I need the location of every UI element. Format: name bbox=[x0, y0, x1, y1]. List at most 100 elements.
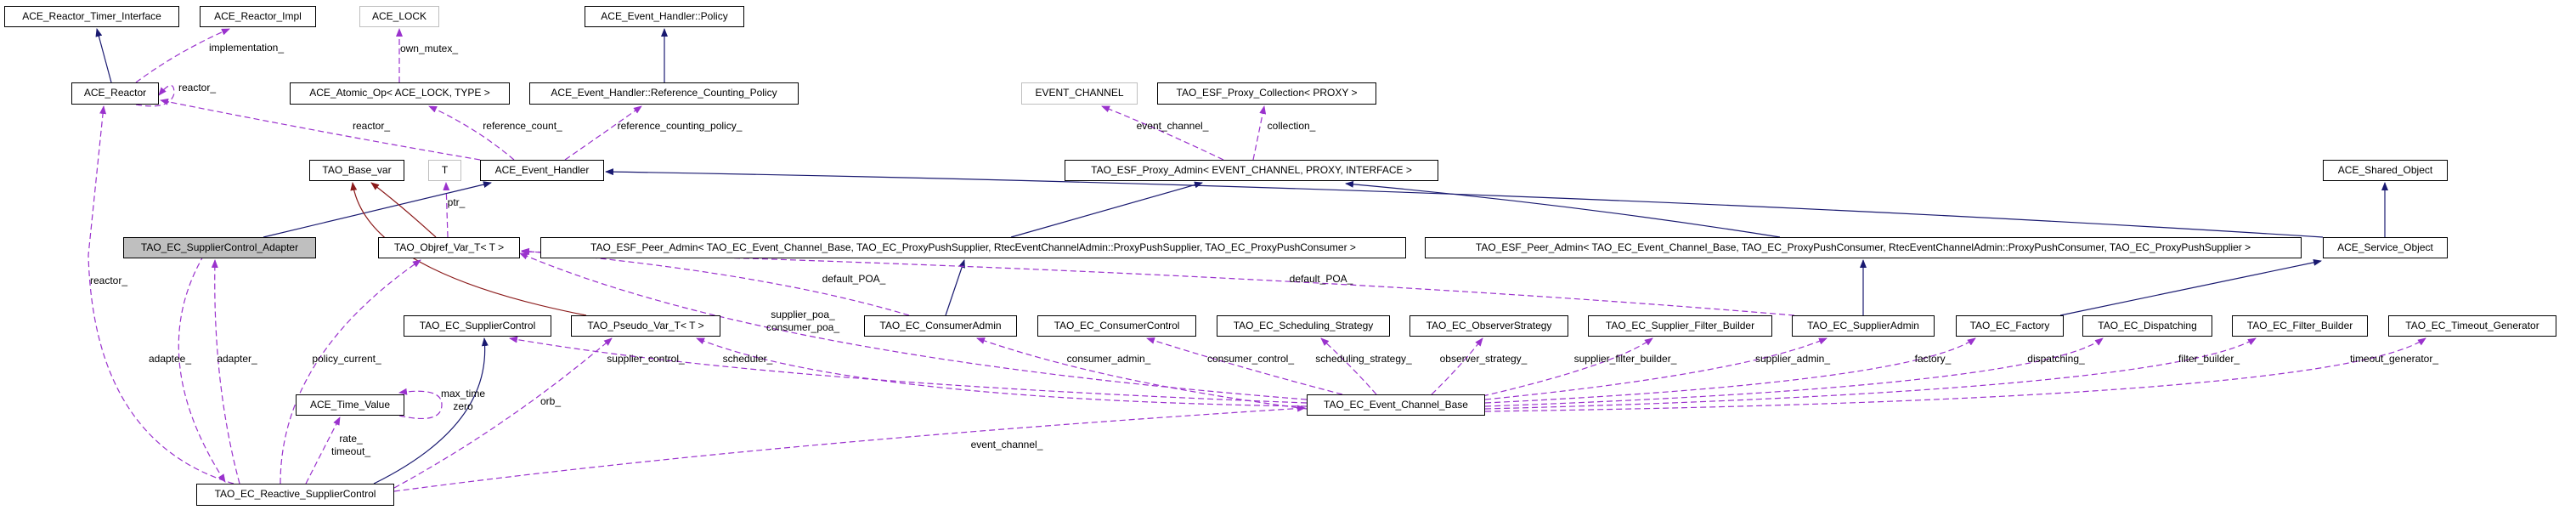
edge-label: event_channel_ bbox=[1136, 120, 1209, 132]
edge-label: supplier_admin_ bbox=[1754, 353, 1831, 365]
edge-label: dispatching_ bbox=[2027, 353, 2085, 365]
edge-usage-ecb-to-consumer_control bbox=[1146, 337, 1343, 395]
edge-usage-ecb-to-supplier_control bbox=[509, 336, 1308, 404]
class-node-base-var[interactable]: TAO_Base_var bbox=[309, 160, 404, 181]
edge-usage-ecb-to-supplier_admin bbox=[1484, 337, 1827, 400]
class-node-objref[interactable]: TAO_Objref_Var_T< T > bbox=[378, 237, 520, 258]
class-node-consumer-control[interactable]: TAO_EC_ConsumerControl bbox=[1037, 315, 1196, 337]
edge-usage-reactive-to-objref bbox=[280, 259, 421, 484]
edge-usage-ecb-to-objref bbox=[519, 252, 1308, 400]
edge-label: reactor_ bbox=[89, 275, 128, 286]
edge-label: ptr_ bbox=[447, 196, 466, 208]
class-node-filter-builder[interactable]: TAO_EC_Filter_Builder bbox=[2232, 315, 2368, 337]
edge-usage-event_handler-to-reactor bbox=[160, 98, 481, 161]
class-node-event-handler[interactable]: ACE_Event_Handler bbox=[480, 160, 604, 181]
edge-label: adaptee_ bbox=[148, 353, 192, 365]
class-node-peer-admin-s[interactable]: TAO_ESF_Peer_Admin< TAO_EC_Event_Channel… bbox=[540, 237, 1406, 258]
class-node-timer-if[interactable]: ACE_Reactor_Timer_Interface bbox=[4, 6, 179, 27]
class-node-ace-lock[interactable]: ACE_LOCK bbox=[359, 6, 439, 27]
class-node-timeout-gen[interactable]: TAO_EC_Timeout_Generator bbox=[2388, 315, 2556, 337]
edge-inheritance-reactor-to-timer_if bbox=[95, 28, 112, 83]
edge-usage-ecb-to-observer bbox=[1431, 337, 1483, 395]
edge-usage-ecb-to-factory bbox=[1484, 337, 1976, 404]
edge-label: reactor_ bbox=[178, 82, 217, 94]
edge-label: scheduler_ bbox=[722, 353, 773, 365]
edge-inheritance-service_object-to-event_handler bbox=[605, 168, 2324, 238]
edge-usage-supplier_admin-to-objref bbox=[521, 248, 1795, 316]
edge-usage-proxy_admin-to-proxy_collection bbox=[1252, 105, 1267, 161]
edge-label: timeout_generator_ bbox=[2349, 353, 2439, 365]
class-node-ecb[interactable]: TAO_EC_Event_Channel_Base bbox=[1307, 394, 1485, 416]
edge-label: reactor_ bbox=[352, 120, 391, 132]
edge-usage-event_handler-to-atomic_op bbox=[428, 105, 515, 161]
edge-usage-ecb-to-consumer_admin bbox=[976, 337, 1308, 410]
edge-inheritance-factory-to-service_object bbox=[2059, 258, 2322, 316]
edge-inheritance-peer_admin_c-to-proxy_admin bbox=[1345, 180, 1781, 238]
edge-label: rate_ bbox=[339, 433, 363, 445]
edge-label: implementation_ bbox=[208, 42, 285, 54]
class-node-consumer-admin[interactable]: TAO_EC_ConsumerAdmin bbox=[864, 315, 1017, 337]
edge-inheritance-consumer_admin-to-peer_admin_s bbox=[945, 259, 965, 316]
edge-label: consumer_control_ bbox=[1206, 353, 1295, 365]
class-node-adapter[interactable]: TAO_EC_SupplierControl_Adapter bbox=[123, 237, 316, 258]
edge-usage-ecb-to-dispatching bbox=[1484, 337, 2104, 407]
class-node-supplier-admin[interactable]: TAO_EC_SupplierAdmin bbox=[1792, 315, 1935, 337]
class-node-factory[interactable]: TAO_EC_Factory bbox=[1956, 315, 2064, 337]
edge-label: max_time bbox=[440, 388, 485, 400]
edge-label: supplier_poa_ bbox=[771, 309, 835, 320]
edge-usage-reactor-to-reactor bbox=[135, 84, 175, 107]
class-node-rc-policy[interactable]: ACE_Event_Handler::Reference_Counting_Po… bbox=[529, 82, 799, 105]
edge-usage-reactive-to-time_value bbox=[305, 416, 341, 484]
class-node-t[interactable]: T bbox=[428, 160, 461, 181]
edge-usage-event_handler-to-rc_policy bbox=[564, 105, 642, 161]
edge-usage-time_value-to-time_value bbox=[398, 388, 443, 420]
edge-usage-ecb-to-pseudo_var bbox=[696, 337, 1308, 407]
edge-label: policy_current_ bbox=[312, 353, 381, 365]
class-node-service-object[interactable]: ACE_Service_Object bbox=[2323, 237, 2448, 258]
class-node-time-value[interactable]: ACE_Time_Value bbox=[296, 394, 404, 416]
class-node-scheduling[interactable]: TAO_EC_Scheduling_Strategy bbox=[1217, 315, 1390, 337]
class-node-pseudo-var[interactable]: TAO_Pseudo_Var_T< T > bbox=[571, 315, 720, 337]
edge-label: reference_counting_policy_ bbox=[617, 120, 743, 132]
edge-inheritance-adapter-to-event_handler bbox=[263, 181, 492, 238]
class-node-event-channel-t[interactable]: EVENT_CHANNEL bbox=[1021, 82, 1138, 105]
class-node-shared-object[interactable]: ACE_Shared_Object bbox=[2323, 160, 2448, 181]
class-node-proxy-collection[interactable]: TAO_ESF_Proxy_Collection< PROXY > bbox=[1157, 82, 1376, 105]
edge-label: orb_ bbox=[539, 395, 562, 407]
edge-usage-proxy_admin-to-event_channel_t bbox=[1101, 105, 1224, 161]
class-node-peer-admin-c[interactable]: TAO_ESF_Peer_Admin< TAO_EC_Event_Channel… bbox=[1425, 237, 2302, 258]
edge-label: supplier_filter_builder_ bbox=[1573, 353, 1677, 365]
edge-label: own_mutex_ bbox=[399, 42, 459, 54]
edge-label: default_POA_ bbox=[822, 273, 886, 285]
class-node-reactive[interactable]: TAO_EC_Reactive_SupplierControl bbox=[196, 484, 394, 506]
class-node-observer[interactable]: TAO_EC_ObserverStrategy bbox=[1409, 315, 1568, 337]
edge-usage-adapter-to-reactive bbox=[178, 254, 226, 483]
edge-label: timeout_ bbox=[330, 445, 371, 457]
edge-template-objref-to-base_var bbox=[370, 182, 437, 238]
edge-label: collection_ bbox=[1267, 120, 1316, 132]
edge-inheritance-peer_admin_s-to-proxy_admin bbox=[1010, 181, 1203, 238]
edge-usage-ecb-to-timeout_gen bbox=[1484, 337, 2426, 412]
edge-usage-ecb-to-sfb bbox=[1482, 337, 1653, 397]
edge-label: zero bbox=[453, 400, 473, 412]
edge-label: consumer_admin_ bbox=[1066, 353, 1151, 365]
edge-usage-reactive-to-ecb bbox=[393, 405, 1306, 492]
class-node-eh-policy[interactable]: ACE_Event_Handler::Policy bbox=[585, 6, 744, 27]
class-node-dispatching[interactable]: TAO_EC_Dispatching bbox=[2082, 315, 2212, 337]
class-node-proxy-admin[interactable]: TAO_ESF_Proxy_Admin< EVENT_CHANNEL, PROX… bbox=[1065, 160, 1438, 181]
edge-inheritance-reactive-to-supplier_control bbox=[373, 337, 489, 484]
edge-label: adapter_ bbox=[217, 353, 257, 365]
class-node-reactor[interactable]: ACE_Reactor bbox=[71, 82, 159, 105]
edge-label: scheduling_strategy_ bbox=[1315, 353, 1412, 365]
class-node-supplier-control[interactable]: TAO_EC_SupplierControl bbox=[404, 315, 551, 337]
class-node-reactor-impl[interactable]: ACE_Reactor_Impl bbox=[200, 6, 316, 27]
class-node-atomic-op[interactable]: ACE_Atomic_Op< ACE_LOCK, TYPE > bbox=[290, 82, 510, 105]
edge-label: filter_builder_ bbox=[2178, 353, 2240, 365]
edge-label: supplier_control_ bbox=[607, 353, 685, 365]
class-node-sfb[interactable]: TAO_EC_Supplier_Filter_Builder bbox=[1588, 315, 1772, 337]
edge-usage-objref-to-t bbox=[443, 182, 450, 238]
edge-label: event_channel_ bbox=[970, 439, 1043, 450]
edge-label: observer_strategy_ bbox=[1439, 353, 1528, 365]
edge-label: reference_count_ bbox=[483, 120, 562, 132]
